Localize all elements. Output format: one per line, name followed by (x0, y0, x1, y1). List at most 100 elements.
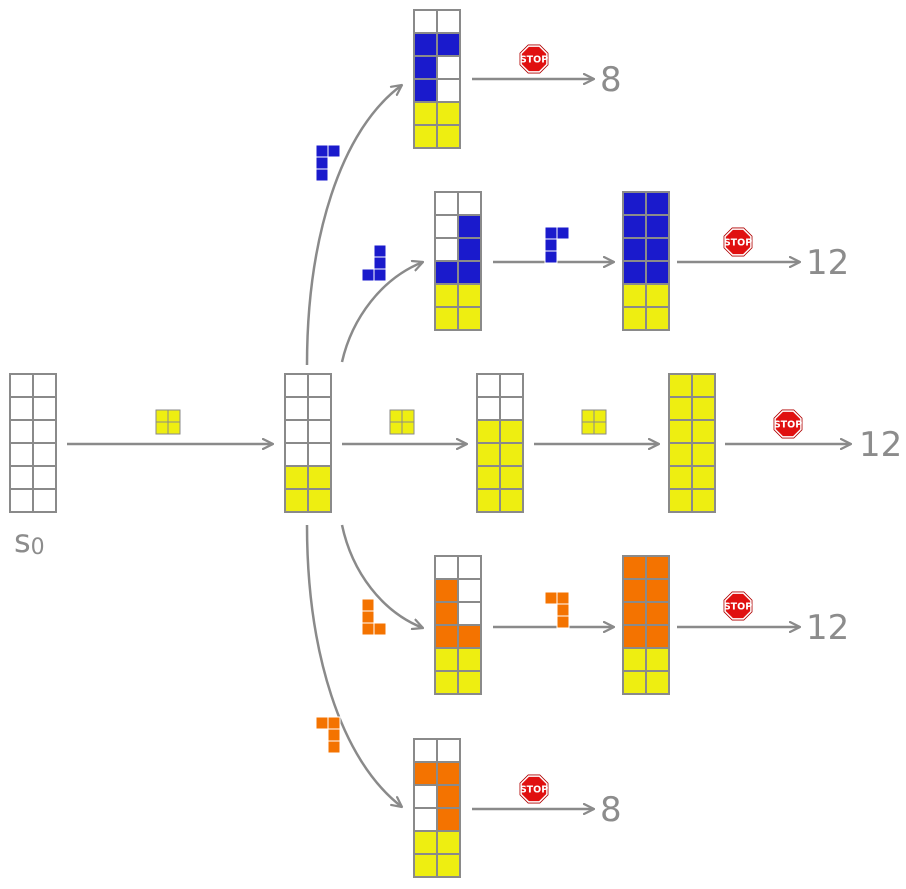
board-cell (691, 465, 716, 490)
stop-sign-text: STOP (724, 238, 752, 249)
board-cell (457, 647, 482, 672)
board-cell (284, 419, 309, 444)
piece-square-3 (581, 409, 607, 435)
board-cell (9, 488, 34, 513)
piece-cell (315, 168, 329, 182)
board-cell (413, 830, 438, 855)
stop-octagon-rim (519, 44, 549, 74)
piece-orange-7-1 (315, 716, 341, 754)
piece-cell (315, 716, 329, 730)
piece-cell (361, 610, 375, 624)
board-cell (9, 442, 34, 467)
board-cell (284, 465, 309, 490)
board-cell (691, 419, 716, 444)
board-cell (622, 670, 647, 695)
board-cell (457, 260, 482, 285)
board-cell (434, 214, 459, 239)
piece-cell (389, 409, 403, 423)
stop-octagon (520, 45, 548, 73)
board-cell (413, 784, 438, 809)
stop-octagon (724, 592, 752, 620)
stop-sign-text: STOP (774, 420, 802, 431)
board-cell (9, 465, 34, 490)
board-cell (434, 624, 459, 649)
outcome-value: 12 (806, 608, 849, 648)
stop-octagon (774, 410, 802, 438)
board-cell (457, 601, 482, 626)
board-cell (434, 191, 459, 216)
board-cell (307, 396, 332, 421)
board-cell (32, 419, 57, 444)
board-cell (622, 283, 647, 308)
board-cell (436, 830, 461, 855)
board-cell (622, 191, 647, 216)
board-cell (436, 101, 461, 126)
piece-cell (373, 244, 387, 258)
piece-cell (401, 421, 415, 435)
board-cell (622, 647, 647, 672)
board-cell (476, 465, 501, 490)
piece-orange-7-2 (544, 591, 570, 629)
board-cell (436, 32, 461, 57)
board-cell (499, 419, 524, 444)
board-cell (457, 237, 482, 262)
board-cell (413, 124, 438, 149)
piece-cell (327, 728, 341, 742)
board-cell (645, 283, 670, 308)
piece-blue-r-1 (315, 144, 341, 182)
board-cell (457, 283, 482, 308)
board-cell (413, 9, 438, 34)
board-cell (668, 488, 693, 513)
piece-cell (327, 144, 341, 158)
piece-cell (373, 268, 387, 282)
board-cell (434, 601, 459, 626)
board-cell (645, 670, 670, 695)
stop-octagon-rim (519, 774, 549, 804)
board-cell (645, 555, 670, 580)
piece-cell (361, 268, 375, 282)
board-cell (668, 442, 693, 467)
board-cell (457, 578, 482, 603)
board-cell (434, 647, 459, 672)
piece-cell (593, 421, 607, 435)
board-cell (457, 191, 482, 216)
board-cell (499, 373, 524, 398)
board-cell (645, 214, 670, 239)
piece-square-2 (389, 409, 415, 435)
board-cell (645, 260, 670, 285)
piece-cell (315, 156, 329, 170)
stop-sign-icon: STOP (723, 591, 753, 621)
piece-icons (155, 144, 607, 754)
board-cell (645, 647, 670, 672)
board-cell (476, 396, 501, 421)
board-cell (691, 488, 716, 513)
board-cell (476, 373, 501, 398)
piece-cell (167, 409, 181, 423)
piece-blue-r-2 (544, 226, 570, 264)
board-cell (284, 396, 309, 421)
stop-sign-icon: STOP (773, 409, 803, 439)
board-blue-full (622, 191, 670, 331)
stop-octagon (724, 228, 752, 256)
board-cell (436, 761, 461, 786)
board-cell (413, 101, 438, 126)
board-cell (9, 396, 34, 421)
board-cell (691, 396, 716, 421)
board-cell (457, 306, 482, 331)
board-cell (307, 465, 332, 490)
board-cell (32, 465, 57, 490)
board-cell (668, 373, 693, 398)
edge-to-blue-j (340, 262, 423, 363)
piece-square-1 (155, 409, 181, 435)
outcome-value: 8 (600, 60, 622, 100)
board-blue-top (413, 9, 461, 149)
board-cell (622, 260, 647, 285)
piece-cell (581, 421, 595, 435)
board-cell (413, 738, 438, 763)
board-cell (436, 78, 461, 103)
piece-cell (401, 409, 415, 423)
outcome-value: 12 (859, 425, 902, 465)
board-yellow-four (476, 373, 524, 513)
edge-to-orange-l (340, 524, 423, 628)
